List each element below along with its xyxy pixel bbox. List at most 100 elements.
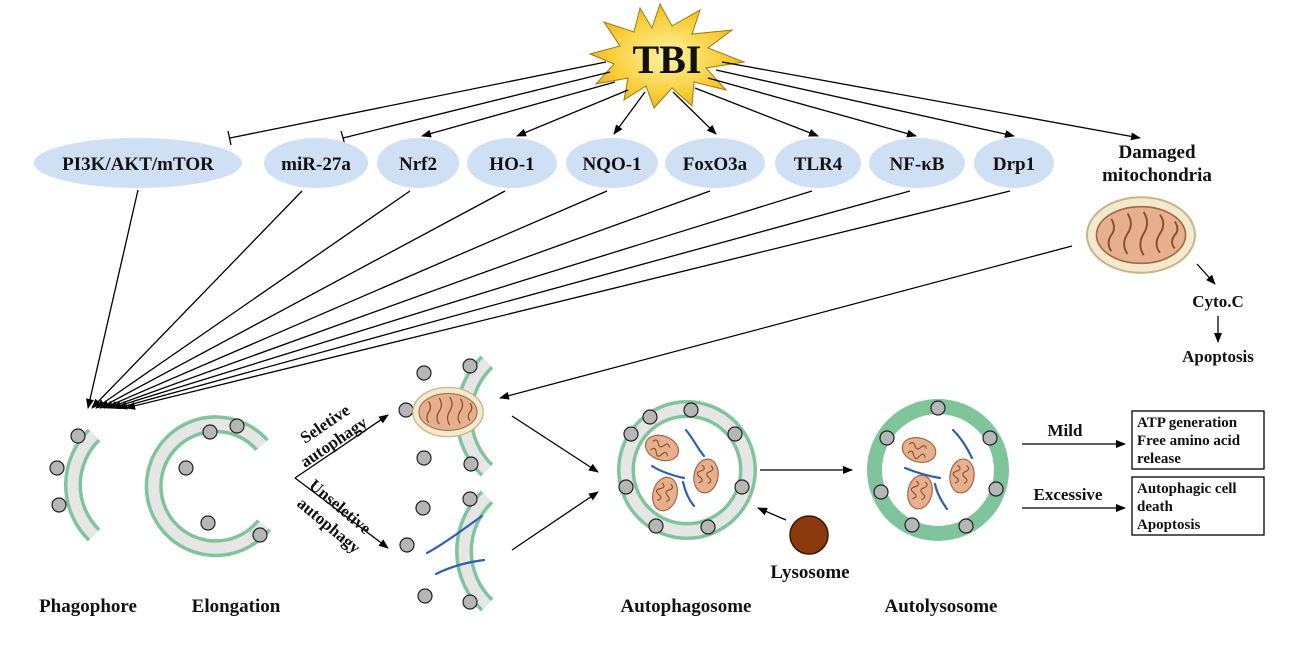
selective-to-autophagosome-arrow (511, 415, 599, 473)
mild-outcome-line: release (1137, 451, 1181, 467)
autolysosome-bead (879, 430, 895, 446)
tbi-arrow-drp1 (715, 69, 1015, 138)
tbi-arrow-nqo1 (613, 91, 646, 135)
mediator-ho1: HO-1 (467, 138, 557, 188)
lysosome-label: Lysosome (770, 562, 849, 583)
mito-to-selective-arrow (499, 245, 1073, 400)
cytoplasm-strand (951, 428, 974, 460)
tbi-arrow-nrf2 (421, 81, 616, 138)
engulfed-mitochondrion-icon (412, 386, 484, 438)
mediator-nfkb: NF-κB (869, 138, 965, 188)
mediator-pi3k: PI3K/AKT/mTOR (34, 138, 242, 188)
autolysosome-bead (873, 484, 889, 500)
autophagosome-bead (642, 409, 658, 425)
drp1-to-phagophore (125, 190, 1011, 410)
cytoplasm-strand (650, 464, 686, 480)
selective-bead (416, 450, 432, 466)
mediator-nrf2-oval (377, 138, 459, 188)
autolysosome-bead (982, 430, 998, 446)
elongation-lumen (148, 418, 269, 554)
selective-bead (462, 358, 478, 374)
lysosome-icon (789, 515, 829, 555)
unselective-bead (417, 588, 433, 604)
mediator-foxo3a-oval (665, 138, 765, 188)
selective-bead (416, 365, 432, 381)
mediator-mir27a: miR-27a (264, 138, 368, 188)
mediator-foxo3a: FoxO3a (665, 138, 765, 188)
unselective-branch-arrow (294, 477, 389, 549)
phagophore-bead (70, 428, 86, 444)
mediator-pi3k-oval (34, 138, 242, 188)
elongation-bead (202, 424, 218, 440)
inhibit-line-mir27a (342, 71, 611, 139)
mild-outcome-box (1131, 410, 1265, 470)
mediator-drp1: Drp1 (974, 138, 1054, 188)
ho1-to-phagophore (99, 190, 506, 409)
excessive-outcome-box (1131, 476, 1265, 536)
elongation-label: Elongation (192, 596, 281, 617)
mediator-drp1-label: Drp1 (993, 154, 1035, 175)
autolysosome-bead (988, 481, 1004, 497)
cytoplasm-strand (681, 480, 696, 508)
autophagosome-bead (648, 518, 664, 534)
lysosome-to-autophagosome-arrow (757, 507, 787, 521)
autophagosome-bead (618, 479, 634, 495)
elongation-bead (178, 460, 194, 476)
cytoplasm-strand (684, 428, 706, 458)
mir27a-to-phagophore (91, 190, 303, 409)
autophagosome-label: Autophagosome (621, 596, 752, 617)
unselective-bead (415, 500, 431, 516)
cytoplasm-strand (434, 558, 486, 576)
mild-outcome-line: Free amino acid (1137, 433, 1241, 449)
mediator-nqo1-oval (566, 138, 658, 188)
tbi-arrow-mitochondria (721, 61, 1141, 141)
phagophore-convergence-arrows (86, 189, 1011, 410)
elongation-bead (252, 527, 268, 543)
tbi-connectors (227, 61, 1141, 146)
nrf2-to-phagophore (95, 190, 411, 409)
tbi-arrow-ho1 (516, 89, 629, 137)
autolysosome-bead (958, 518, 974, 534)
tbi-arrow-tlr4 (694, 87, 819, 137)
autophagosome-bead (623, 426, 639, 442)
excessive-outcome: Excessive Autophagic cell death Apoptosi… (1022, 476, 1265, 536)
inhibit-bar-pi3k (227, 130, 232, 146)
autolysosome-bead (904, 517, 920, 533)
autophagosome-bead (727, 426, 743, 442)
selective-branch-arrow (294, 414, 389, 479)
lysosome-group: Lysosome (757, 507, 850, 583)
autolysosome-label: Autolysosome (885, 596, 998, 617)
damaged-mitochondria-label-line2: mitochondria (1102, 165, 1212, 186)
cyto-c-label: Cyto.C (1192, 292, 1243, 311)
mediator-mir27a-oval (264, 138, 368, 188)
phagophore-structure (49, 428, 101, 542)
mediator-nqo1-label: NQO-1 (582, 154, 641, 175)
mediator-nqo1: NQO-1 (566, 138, 658, 188)
mediator-tlr4-oval (775, 138, 861, 188)
excessive-outcome-line: death (1137, 499, 1173, 515)
autolysosome-interior (882, 414, 994, 526)
pi3k-to-phagophore (86, 189, 139, 409)
mediator-tlr4-label: TLR4 (794, 154, 843, 175)
mediator-ho1-label: HO-1 (489, 154, 534, 175)
autolysosome-structure (867, 399, 1009, 541)
mediator-mir27a-label: miR-27a (281, 154, 351, 175)
mild-outcome: Mild ATP generation Free amino acid rele… (1022, 410, 1265, 470)
mild-outcome-line: ATP generation (1137, 415, 1238, 431)
cytoplasm-strand (933, 482, 949, 511)
unselective-bead (399, 537, 415, 553)
excessive-outcome-line: Apoptosis (1137, 517, 1201, 533)
mediator-tlr4: TLR4 (775, 138, 861, 188)
unselective-bead (462, 491, 478, 507)
nqo1-to-phagophore (103, 190, 608, 409)
excessive-label: Excessive (1034, 485, 1103, 504)
selective-cargo-structure (398, 355, 494, 477)
tbi-arrow-foxo3a (672, 91, 717, 135)
autophagosome-interior (636, 419, 738, 521)
unselective-to-autophagosome-arrow (511, 491, 599, 551)
tbi-label: TBI (633, 37, 702, 82)
damaged-mitochondria-group: Damaged mitochondria Cyto.C Apoptosis (499, 142, 1254, 400)
unselective-bead (462, 594, 478, 610)
unselective-lumen (458, 493, 491, 609)
